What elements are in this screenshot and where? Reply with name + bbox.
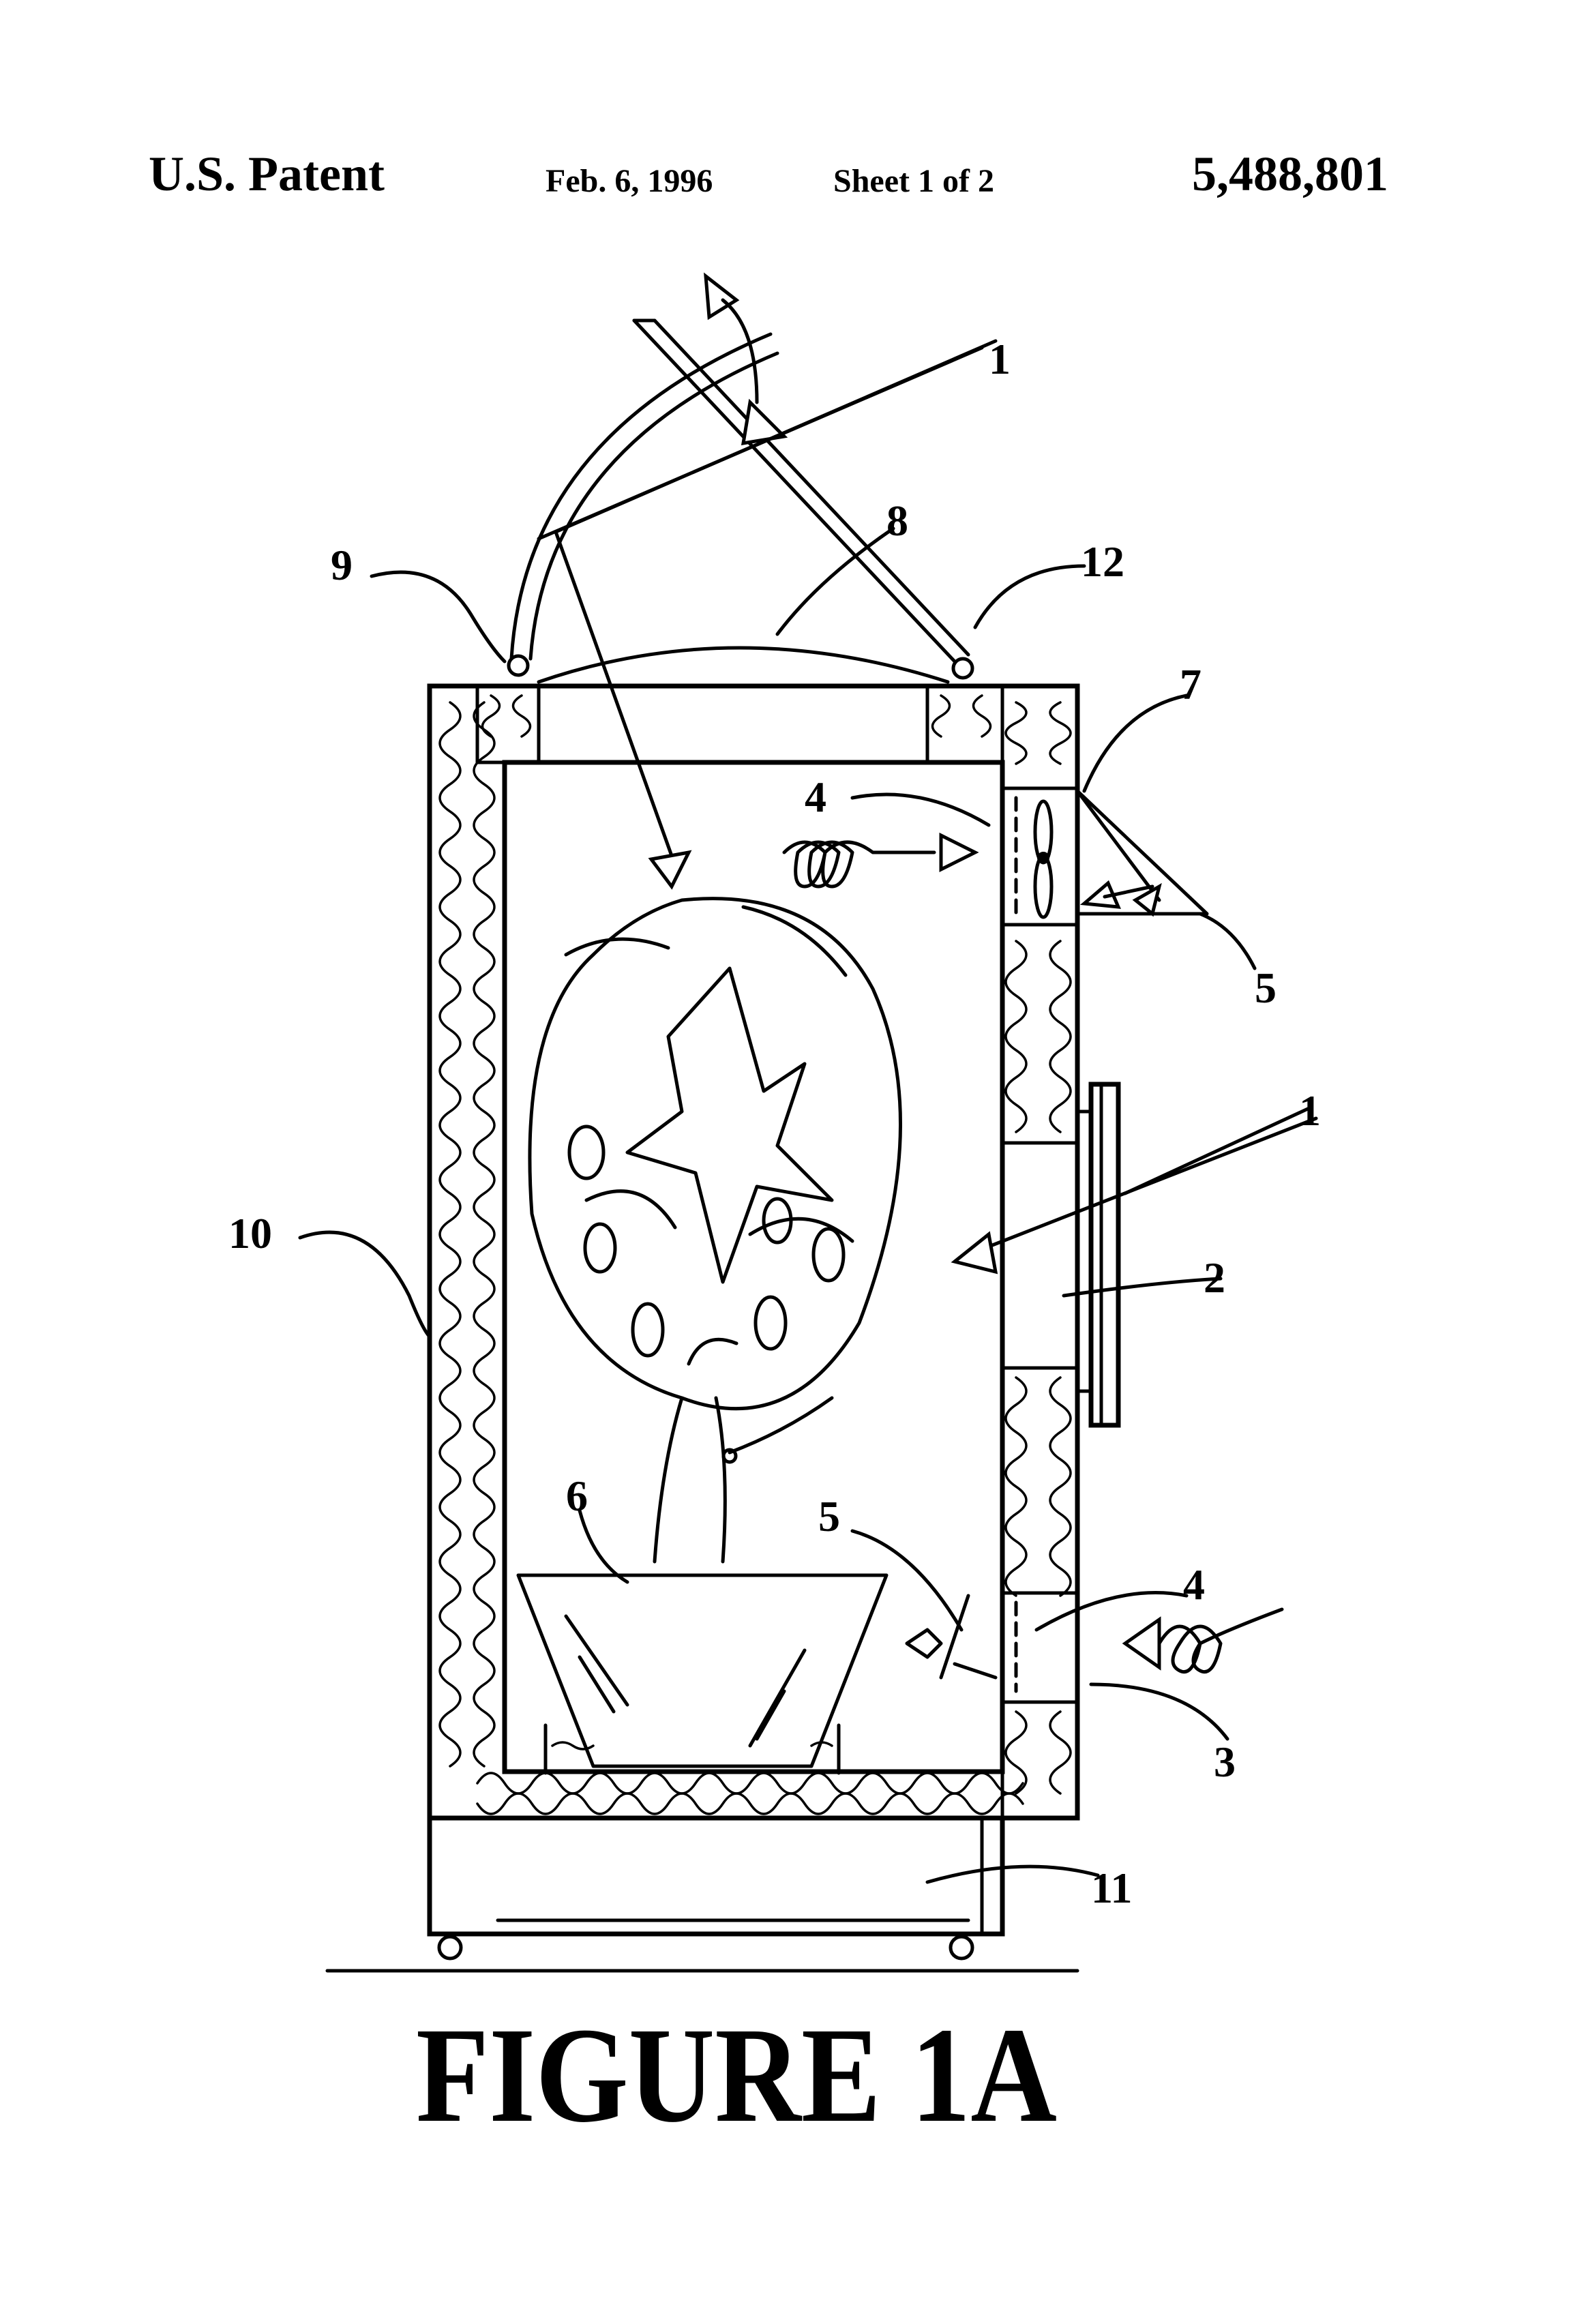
intake-vent-housing	[1002, 1593, 1077, 1702]
plant-pot	[518, 1575, 886, 1766]
intake-assembly	[907, 1596, 1282, 1691]
ref-11: 11	[1091, 1864, 1132, 1912]
plant-leaf-center	[627, 968, 832, 1282]
right-wall-mid-insulation	[1002, 925, 1077, 1143]
ref-1-top: 1	[989, 335, 1011, 383]
base-drawer	[430, 1818, 1002, 1958]
top-lid	[509, 276, 996, 887]
wheel-left	[439, 1937, 461, 1958]
floor-insulation	[477, 1773, 1023, 1814]
ref-4-bottom: 4	[1183, 1560, 1205, 1609]
wheel-right	[951, 1937, 972, 1958]
base-housing	[430, 1818, 1002, 1934]
fan-blade-bottom	[1035, 856, 1051, 917]
plant	[518, 899, 901, 1773]
ref-3: 3	[1214, 1738, 1236, 1786]
door-opening	[1002, 1143, 1077, 1368]
left-wall-insulation	[440, 702, 494, 1766]
window-glass	[1091, 1084, 1118, 1425]
ref-12: 12	[1081, 537, 1124, 586]
ref-9: 9	[331, 541, 353, 589]
ref-5-bottom: 5	[818, 1492, 840, 1540]
cabinet-inner-chamber	[505, 762, 1002, 1772]
ref-7: 7	[1180, 660, 1202, 709]
ref-6: 6	[566, 1472, 588, 1520]
leader-lines	[300, 348, 1309, 1971]
ref-4-top: 4	[805, 773, 826, 821]
side-window-panel	[955, 1084, 1316, 1425]
ref-1-side: 1	[1299, 1086, 1321, 1135]
ref-8: 8	[886, 496, 908, 545]
figure-caption: FIGURE 1A	[416, 2000, 1057, 2151]
exhaust-fan-assembly	[784, 791, 1207, 917]
ref-10: 10	[228, 1209, 272, 1257]
ref-2: 2	[1204, 1253, 1225, 1302]
ref-5-right: 5	[1255, 964, 1277, 1012]
right-wall-upper-insulation	[1002, 686, 1077, 788]
